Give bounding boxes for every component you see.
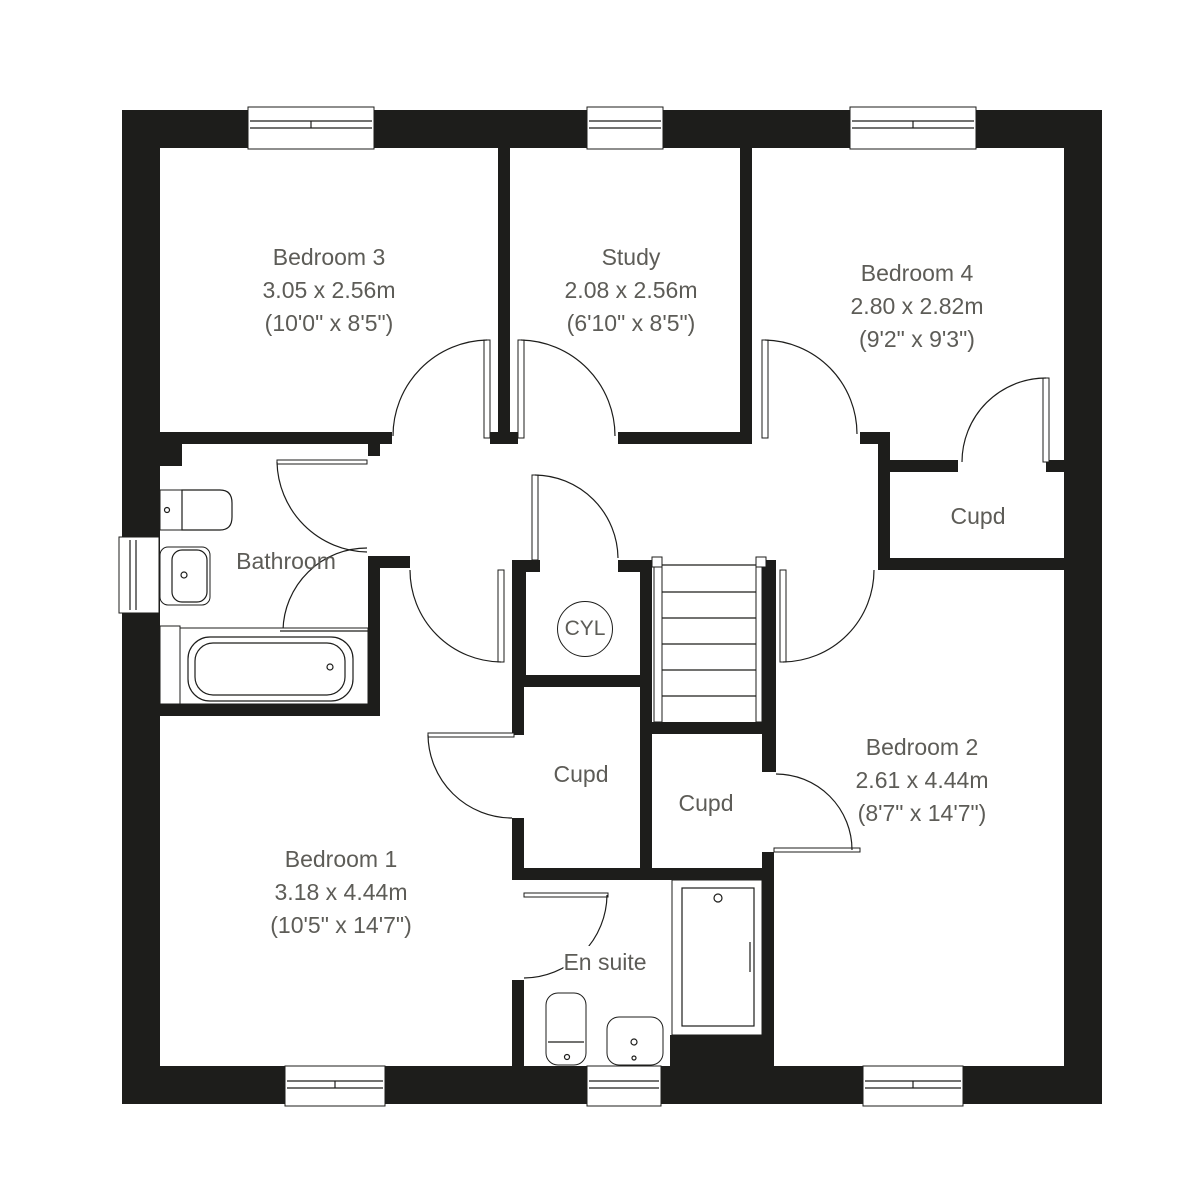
- room-label-cupboard-bedroom-4: Cupd: [951, 500, 1006, 533]
- room-size-imperial: (10'5" x 14'7"): [270, 912, 412, 938]
- interior-walls: [160, 148, 1064, 1066]
- room-label-bedroom-1: Bedroom 1 3.18 x 4.44m (10'5" x 14'7"): [270, 843, 411, 942]
- room-size-metric: 2.61 x 4.44m: [855, 767, 989, 793]
- cylinder-icon: CYL: [557, 601, 613, 657]
- room-name: Cupd: [678, 790, 734, 816]
- room-name: Bedroom 2: [865, 734, 979, 760]
- room-label-bathroom: Bathroom: [236, 545, 336, 578]
- room-size-metric: 2.08 x 2.56m: [564, 277, 698, 303]
- staircase: [651, 556, 767, 723]
- room-name: Bathroom: [236, 548, 336, 574]
- room-size-metric: 3.18 x 4.44m: [274, 879, 408, 905]
- room-size-imperial: (6'10" x 8'5"): [566, 310, 696, 336]
- room-name: Bedroom 3: [272, 244, 386, 270]
- bathroom-fixtures: [159, 489, 369, 705]
- room-size-metric: 2.80 x 2.82m: [850, 293, 984, 319]
- room-label-bedroom-4: Bedroom 4 2.80 x 2.82m (9'2" x 9'3"): [851, 257, 984, 356]
- ensuite-fixtures: [545, 879, 763, 1066]
- room-label-cupboard-bedroom-2: Cupd: [679, 787, 734, 820]
- room-name: Cupd: [950, 503, 1006, 529]
- room-name: Bedroom 1: [284, 846, 398, 872]
- room-name: En suite: [563, 949, 647, 975]
- room-size-metric: 3.05 x 2.56m: [262, 277, 396, 303]
- room-label-bedroom-3: Bedroom 3 3.05 x 2.56m (10'0" x 8'5"): [263, 241, 396, 340]
- room-size-imperial: (8'7" x 14'7"): [857, 800, 987, 826]
- room-size-imperial: (10'0" x 8'5"): [264, 310, 394, 336]
- windows: [118, 106, 977, 1107]
- room-name: Bedroom 4: [860, 260, 974, 286]
- room-name: Study: [601, 244, 661, 270]
- room-label-study: Study 2.08 x 2.56m (6'10" x 8'5"): [565, 241, 698, 340]
- doors: [276, 339, 1050, 979]
- room-label-bedroom-2: Bedroom 2 2.61 x 4.44m (8'7" x 14'7"): [856, 731, 989, 830]
- room-label-cupboard-bedroom-1: Cupd: [554, 758, 609, 791]
- room-name: Cupd: [553, 761, 609, 787]
- room-size-imperial: (9'2" x 9'3"): [859, 326, 975, 352]
- room-label-ensuite: En suite: [563, 946, 647, 979]
